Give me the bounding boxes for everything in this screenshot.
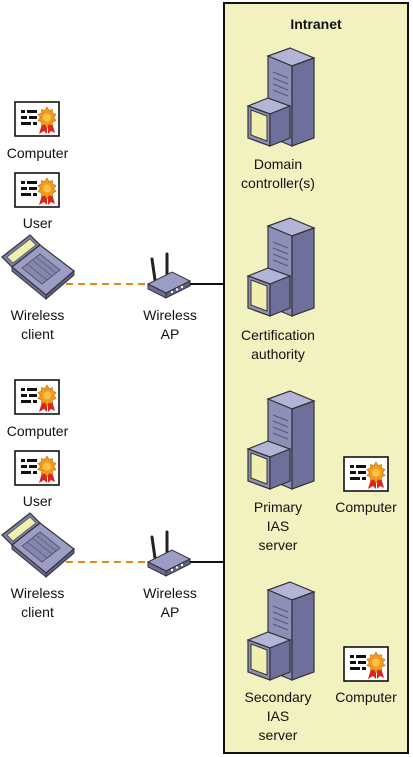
server-computer-cert-label: Computer bbox=[335, 499, 397, 515]
certificate-icon bbox=[14, 450, 60, 486]
wireless-ap-label: Wireless AP bbox=[143, 307, 197, 342]
laptop-icon bbox=[1, 512, 75, 578]
server-icon bbox=[247, 217, 315, 317]
user-cert-label: User bbox=[22, 215, 53, 231]
server-computer-cert-label: Computer bbox=[335, 689, 397, 705]
computer-cert-label: Computer bbox=[6, 423, 69, 439]
wireless-ap-label: Wireless AP bbox=[143, 585, 197, 620]
wireless-client-label: Wireless client bbox=[10, 307, 65, 342]
certification-authority-label: Certification authority bbox=[241, 327, 315, 362]
certificate-icon bbox=[343, 456, 389, 492]
wireless-ap-icon bbox=[146, 252, 192, 300]
intranet-title: Intranet bbox=[290, 16, 342, 32]
certificate-icon bbox=[14, 172, 60, 208]
certificate-icon bbox=[14, 379, 60, 415]
server-icon bbox=[247, 581, 315, 681]
primary-ias-server-label: Primary IAS server bbox=[253, 499, 303, 553]
wireless-ap-icon bbox=[146, 530, 192, 578]
wired-link bbox=[190, 561, 224, 563]
laptop-icon bbox=[1, 234, 75, 300]
wired-link bbox=[190, 283, 224, 285]
certificate-icon bbox=[14, 101, 60, 137]
secondary-ias-server-label: Secondary IAS server bbox=[244, 689, 312, 743]
wireless-link bbox=[66, 283, 148, 285]
user-cert-label: User bbox=[22, 493, 53, 509]
domain-controller-label: Domain controller(s) bbox=[241, 156, 315, 191]
wireless-link bbox=[66, 561, 148, 563]
server-icon bbox=[247, 390, 315, 490]
certificate-icon bbox=[343, 646, 389, 682]
server-icon bbox=[247, 47, 315, 147]
wireless-client-label: Wireless client bbox=[10, 585, 65, 620]
computer-cert-label: Computer bbox=[6, 145, 69, 161]
